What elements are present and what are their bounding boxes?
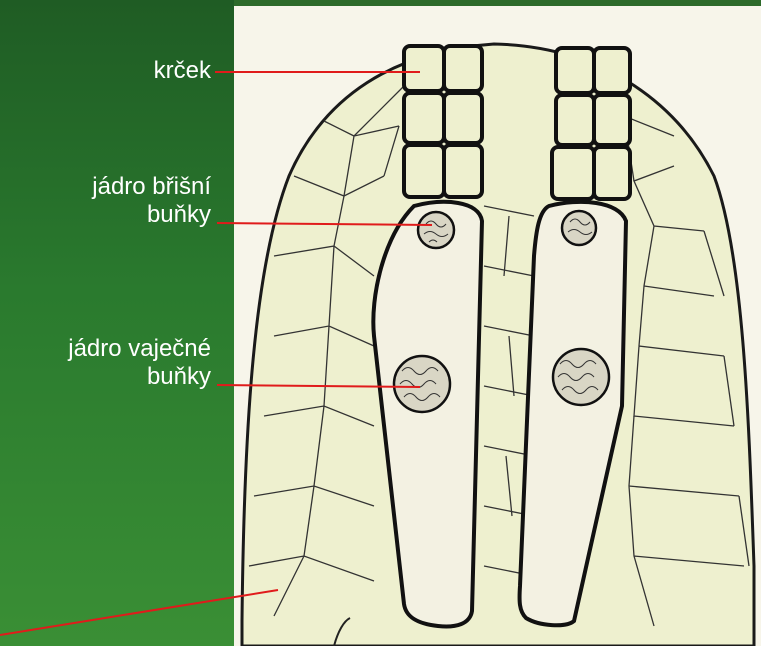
archegonium-outline bbox=[242, 44, 754, 646]
ventral-canal-nucleus-left bbox=[418, 212, 454, 248]
egg-nucleus-right bbox=[553, 349, 609, 405]
label-neck: krček bbox=[154, 57, 211, 85]
label-ventral-canal-nucleus: jádro břišní buňky bbox=[92, 173, 211, 229]
label-egg-nucleus: jádro vaječné buňky bbox=[68, 335, 211, 391]
ventral-canal-nucleus-right bbox=[562, 211, 596, 245]
archegonium-illustration bbox=[234, 6, 761, 646]
green-background-panel bbox=[0, 0, 234, 646]
egg-nucleus-left bbox=[394, 356, 450, 412]
archegonium-drawing bbox=[234, 6, 761, 646]
